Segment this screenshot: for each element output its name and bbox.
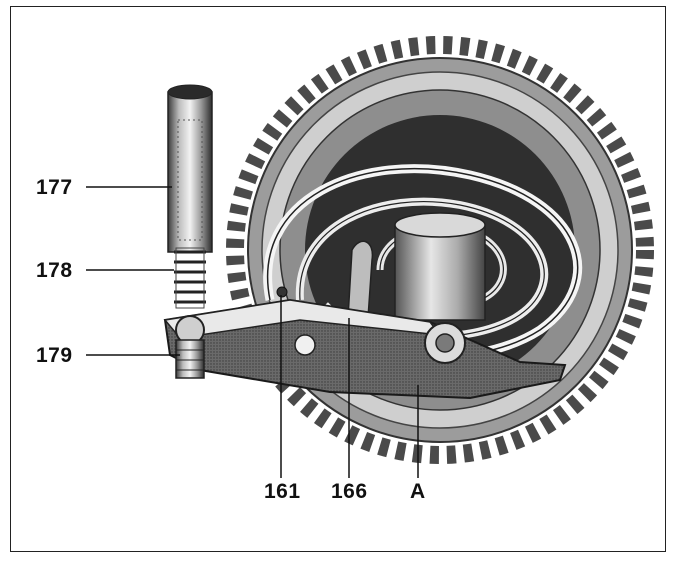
- shaft-177: [167, 84, 213, 253]
- leader-lines: [86, 186, 419, 478]
- callout-178: 178: [36, 259, 73, 282]
- pawl-166: [347, 240, 374, 319]
- pivot-bolt: [424, 322, 466, 364]
- callout-161: 161: [264, 480, 301, 503]
- center-drum: [394, 212, 486, 321]
- bolt-179: [175, 315, 205, 379]
- callout-179: 179: [36, 344, 73, 367]
- callout-a: A: [410, 480, 426, 503]
- callout-177: 177: [36, 176, 73, 199]
- pin-161: [276, 286, 288, 298]
- spring-178: [174, 247, 206, 309]
- callout-166: 166: [331, 480, 368, 503]
